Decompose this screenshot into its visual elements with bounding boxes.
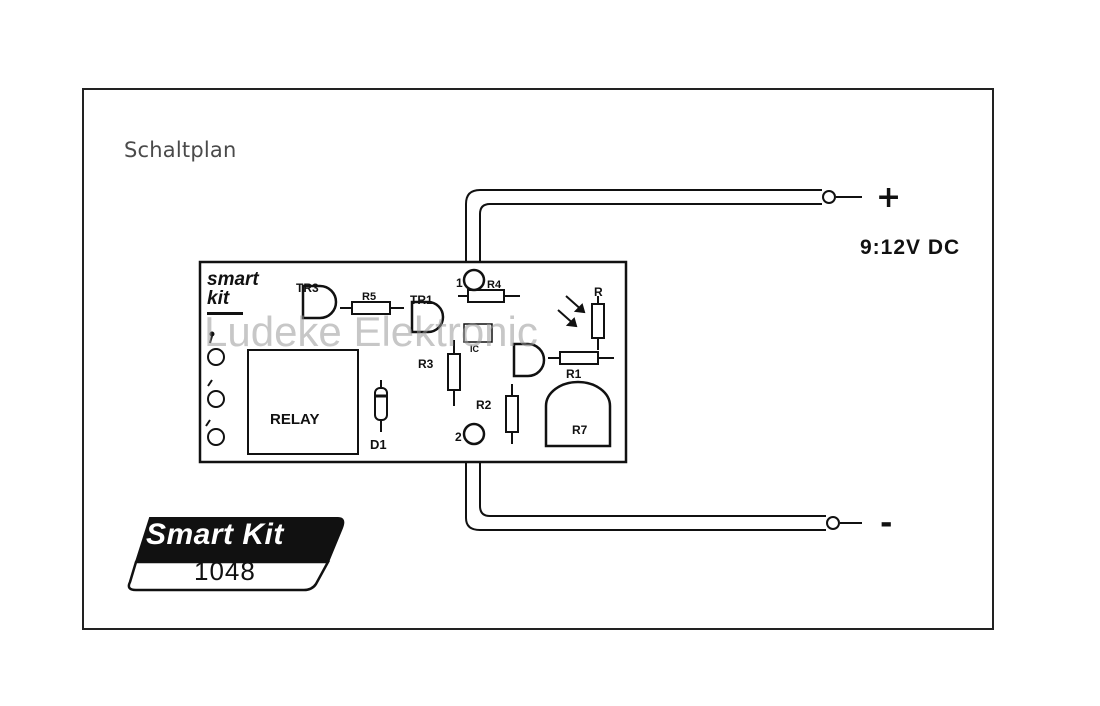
logo-kit-number: 1048 bbox=[194, 556, 256, 586]
diode-d1 bbox=[374, 380, 388, 432]
board-dot bbox=[209, 331, 215, 337]
resistor-r4 bbox=[458, 289, 520, 303]
light-arrows-icon bbox=[557, 295, 586, 328]
transistor-tr1 bbox=[410, 300, 445, 334]
resistor-r5 bbox=[340, 301, 404, 315]
logo-brand-text: Smart Kit bbox=[146, 518, 284, 551]
negative-wire bbox=[465, 446, 862, 531]
pad-pin2 bbox=[462, 422, 486, 446]
r3-label: R3 bbox=[418, 357, 434, 371]
r-label: R bbox=[594, 285, 603, 299]
watermark-text: Ludeke Elektronic bbox=[204, 308, 538, 355]
voltage-label: 9:12V DC bbox=[860, 236, 961, 259]
board-brand-line2: kit bbox=[207, 288, 230, 309]
left-pads bbox=[207, 348, 225, 446]
relay-label: RELAY bbox=[270, 411, 319, 428]
transistor-tr3 bbox=[301, 284, 338, 320]
negative-sign: - bbox=[880, 506, 893, 541]
smart-kit-logo bbox=[127, 517, 345, 592]
pin1-label: 1 bbox=[456, 276, 463, 290]
pad-pin1 bbox=[462, 268, 486, 292]
r5-label: R5 bbox=[362, 291, 376, 303]
page-title: Schaltplan bbox=[124, 138, 237, 162]
ldr-r bbox=[591, 296, 605, 350]
tr3-label: TR3 bbox=[296, 281, 319, 295]
pin2-label: 2 bbox=[455, 430, 462, 444]
positive-wire bbox=[465, 189, 862, 262]
negative-terminal bbox=[826, 516, 840, 530]
board-small-print bbox=[207, 312, 243, 315]
r2-label: R2 bbox=[476, 398, 492, 412]
resistor-r3 bbox=[447, 340, 461, 406]
d1-label: D1 bbox=[370, 437, 387, 452]
tr1-label: TR1 bbox=[410, 293, 433, 307]
resistor-r2 bbox=[505, 384, 519, 444]
positive-terminal bbox=[822, 190, 836, 204]
r4-label: R4 bbox=[487, 279, 502, 291]
r1-label: R1 bbox=[566, 367, 582, 381]
positive-sign: + bbox=[876, 180, 902, 215]
left-pad-leads bbox=[205, 335, 213, 427]
board-brand-line1: smart bbox=[207, 269, 259, 290]
r7-label: R7 bbox=[572, 423, 588, 437]
svg-text:IC: IC bbox=[470, 344, 480, 354]
resistor-r1 bbox=[548, 351, 614, 365]
transistor-tr2 bbox=[512, 342, 546, 378]
relay-component bbox=[247, 349, 359, 455]
trimmer-r7 bbox=[544, 380, 612, 448]
ic-component: IC bbox=[463, 323, 493, 354]
